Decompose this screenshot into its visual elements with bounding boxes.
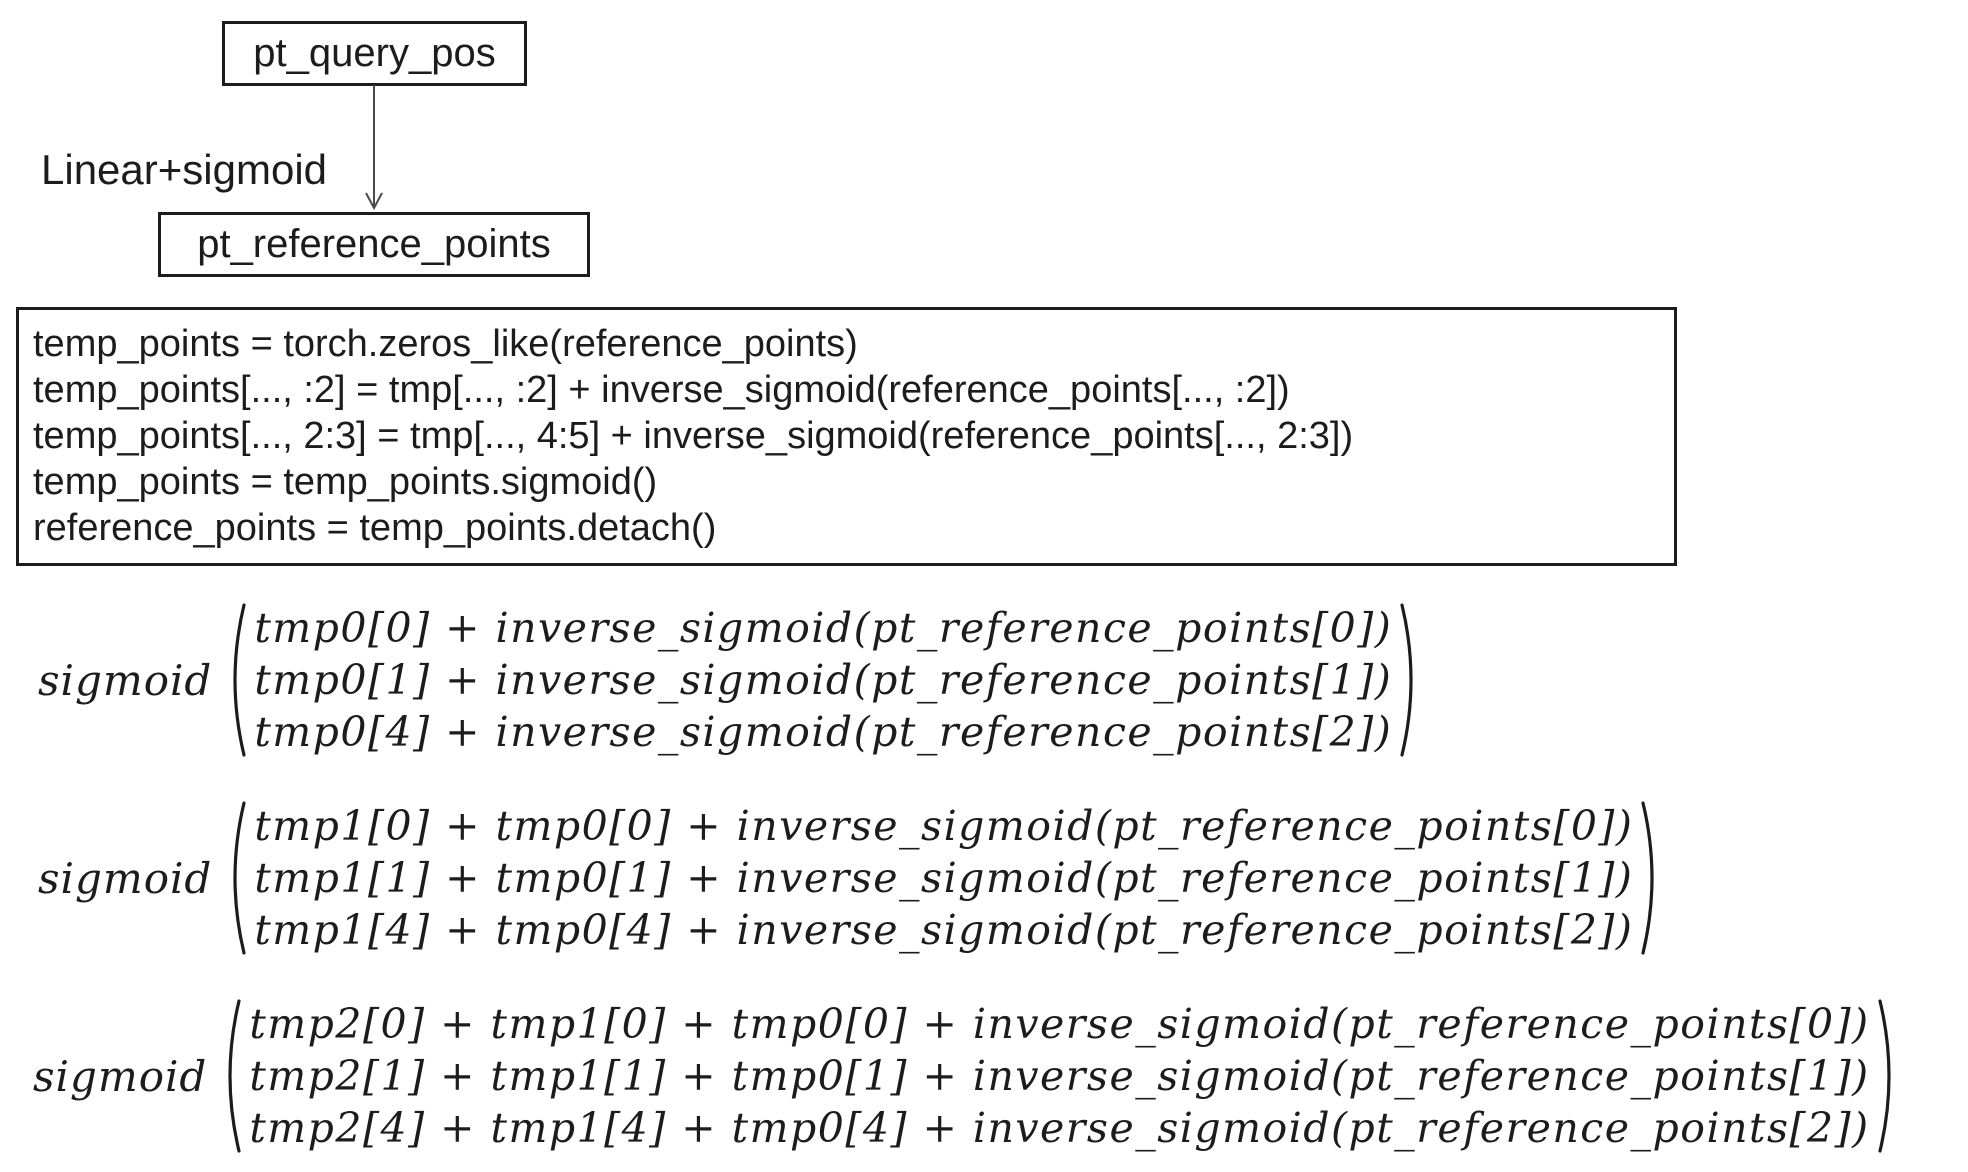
matrix-row: tmp1[4] + tmp0[4] + inverse_sigmoid(pt_r… [254,906,1634,954]
close-paren-icon [1877,999,1891,1153]
open-paren-icon [228,999,241,1153]
open-paren-icon [233,603,246,757]
matrix-rows: tmp2[0] + tmp1[0] + tmp0[0] + inverse_si… [249,998,1869,1154]
sigmoid-function-label: sigmoid [38,853,213,903]
matrix-row: tmp2[1] + tmp1[1] + tmp0[1] + inverse_si… [249,1052,1870,1100]
matrix-row: tmp2[4] + tmp1[4] + tmp0[4] + inverse_si… [249,1104,1870,1152]
node-pt-reference-points: pt_reference_points [158,212,590,277]
code-block: temp_points = torch.zeros_like(reference… [16,307,1677,566]
close-paren-icon [1641,801,1654,955]
matrix-row: tmp2[0] + tmp1[0] + tmp0[0] + inverse_si… [249,1000,1870,1048]
matrix-row: tmp1[1] + tmp0[1] + inverse_sigmoid(pt_r… [254,854,1634,902]
node-pt-query-pos-label: pt_query_pos [253,31,496,75]
matrix-rows: tmp0[0] + inverse_sigmoid(pt_reference_p… [254,602,1392,758]
equation-layer0: sigmoid tmp0[0] + inverse_sigmoid(pt_ref… [38,601,1424,759]
open-paren-icon [233,801,246,955]
code-line: temp_points = torch.zeros_like(reference… [33,323,858,365]
node-pt-reference-points-label: pt_reference_points [197,222,551,266]
matrix-row: tmp0[4] + inverse_sigmoid(pt_reference_p… [254,708,1393,756]
code-line: temp_points[..., :2] = tmp[..., :2] + in… [33,369,1290,411]
code-line: reference_points = temp_points.detach() [33,507,717,549]
matrix-rows: tmp1[0] + tmp0[0] + inverse_sigmoid(pt_r… [254,800,1633,956]
node-pt-query-pos: pt_query_pos [222,21,527,86]
matrix-row: tmp0[0] + inverse_sigmoid(pt_reference_p… [254,604,1393,652]
sigmoid-function-label: sigmoid [38,655,213,705]
edge-label-linear-sigmoid: Linear+sigmoid [41,146,328,193]
matrix-row: tmp1[0] + tmp0[0] + inverse_sigmoid(pt_r… [254,802,1634,850]
close-paren-icon [1400,603,1413,757]
code-line: temp_points = temp_points.sigmoid() [33,461,658,503]
sigmoid-function-label: sigmoid [33,1051,208,1101]
equation-layer2: sigmoid tmp2[0] + tmp1[0] + tmp0[0] + in… [33,997,1902,1155]
matrix-row: tmp0[1] + inverse_sigmoid(pt_reference_p… [254,656,1393,704]
code-line: temp_points[..., 2:3] = tmp[..., 4:5] + … [33,415,1354,457]
equation-layer1: sigmoid tmp1[0] + tmp0[0] + inverse_sigm… [38,799,1665,957]
down-arrow-icon [365,85,383,211]
